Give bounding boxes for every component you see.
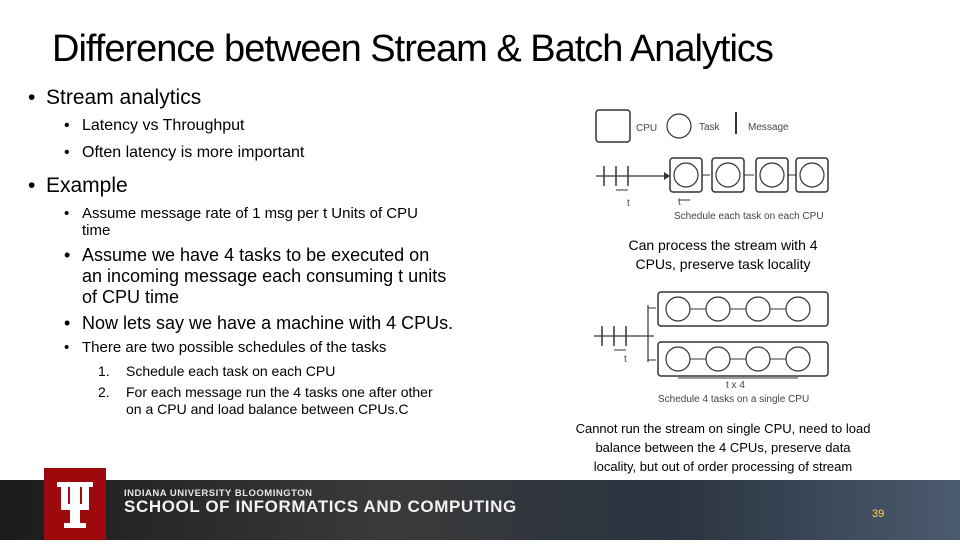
task-circle: [745, 296, 771, 322]
legend-message-label: Message: [748, 122, 789, 133]
numbered-2-text: For each message run the 4 tasks one aft…: [126, 384, 433, 400]
numbered-1-text: Schedule each task on each CPU: [126, 363, 336, 379]
bullet-latency-vs-throughput: Latency vs Throughput: [64, 117, 245, 135]
schedule-diagram: CPU Task Message t t Schedule each task …: [594, 109, 829, 405]
caption-single-cpu: Cannot run the stream on single CPU, nee…: [552, 419, 894, 476]
legend-task-label: Task: [699, 122, 721, 133]
bullet-latency-important: Often latency is more important: [64, 144, 304, 162]
university-name: INDIANA UNIVERSITY BLOOMINGTON: [124, 488, 313, 499]
diagram2-caption: Schedule 4 tasks on a single CPU: [658, 394, 809, 405]
arrow-head: [664, 172, 670, 180]
task-circle: [799, 162, 825, 188]
page-number: 39: [872, 508, 885, 520]
caption-single-cpu-line1: Cannot run the stream on single CPU, nee…: [575, 421, 871, 436]
cpu-row-box: [657, 291, 829, 327]
bullet-four-tasks-cont1: an incoming message each consuming t uni…: [82, 266, 447, 286]
numbered-2-text-cont: on a CPU and load balance between CPUs.C: [126, 401, 409, 417]
caption-four-cpus: Can process the stream with 4 CPUs, pres…: [600, 236, 846, 274]
cpu-row-box: [657, 341, 829, 377]
numbered-2-marker: 2.: [98, 384, 110, 400]
diagram1-caption: Schedule each task on each CPU: [674, 211, 824, 222]
bullet-four-cpus: Now lets say we have a machine with 4 CP…: [64, 313, 453, 334]
bullet-message-rate: Assume message rate of 1 msg per t Units…: [64, 205, 418, 222]
task-circle: [705, 346, 731, 372]
iu-trident-icon: [57, 482, 93, 528]
cpu-legend-box: [595, 109, 631, 143]
task-circle: [715, 162, 741, 188]
task-legend-circle: [666, 113, 692, 139]
bullet-two-schedules: There are two possible schedules of the …: [64, 339, 386, 356]
cpu-box: [795, 157, 829, 193]
caption-single-cpu-line3: locality, but out of order processing of…: [593, 459, 853, 474]
diagram1-t-right: t: [678, 197, 681, 208]
caption-single-cpu-line2: balance between the 4 CPUs, preserve dat…: [595, 440, 851, 455]
caption-four-cpus-line2: CPUs, preserve task locality: [635, 256, 811, 272]
slide-title: Difference between Stream & Batch Analyt…: [52, 28, 774, 70]
iu-logo: [44, 468, 106, 540]
diagram2-tx4: t x 4: [726, 380, 745, 391]
numbered-1-marker: 1.: [98, 363, 110, 379]
bullet-four-tasks: Assume we have 4 tasks to be executed on: [64, 245, 429, 266]
task-circle: [665, 346, 691, 372]
task-circle: [665, 296, 691, 322]
school-name: SCHOOL OF INFORMATICS AND COMPUTING: [124, 497, 517, 516]
task-circle: [759, 162, 785, 188]
legend-cpu-label: CPU: [636, 123, 657, 134]
bullet-stream-analytics: Stream analytics: [28, 86, 201, 110]
diagram1-t-left: t: [627, 198, 630, 209]
bullet-example: Example: [28, 174, 128, 198]
diagram2-t-left: t: [624, 354, 627, 365]
task-circle: [785, 346, 811, 372]
caption-four-cpus-line1: Can process the stream with 4: [628, 237, 818, 253]
bullet-message-rate-cont: time: [82, 222, 111, 239]
task-circle: [745, 346, 771, 372]
footer-banner: [0, 480, 960, 540]
task-circle: [673, 162, 699, 188]
bullet-four-tasks-cont2: of CPU time: [82, 287, 180, 307]
task-circle: [705, 296, 731, 322]
task-circle: [785, 296, 811, 322]
